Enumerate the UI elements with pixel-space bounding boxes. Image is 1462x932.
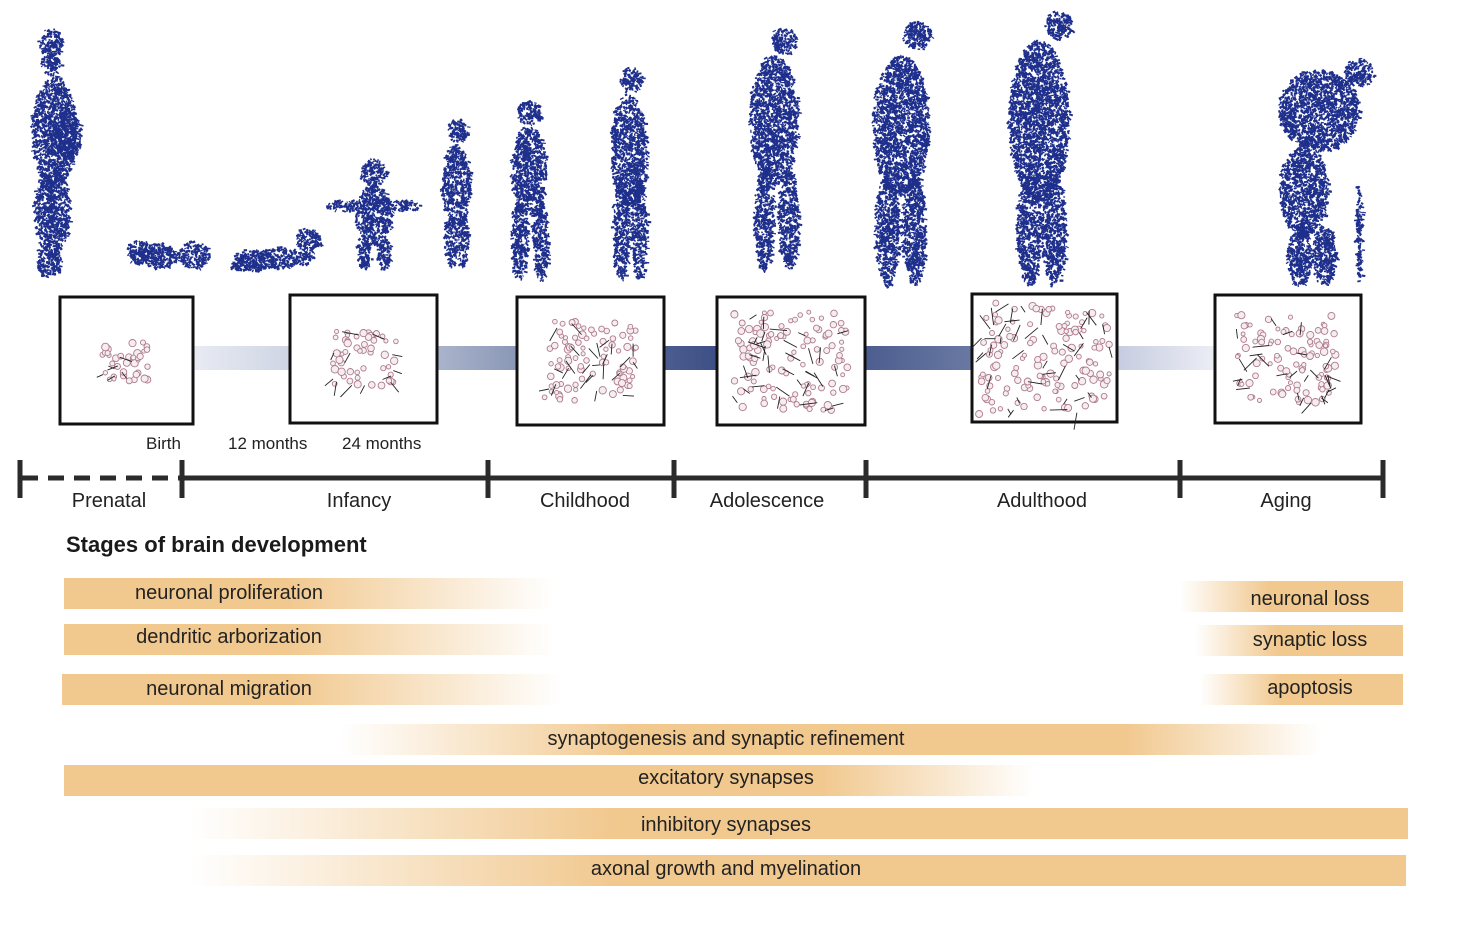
process-bar-dendritic-arborization: dendritic arborization (64, 624, 554, 655)
newborn-silhouette (126, 239, 211, 271)
process-bar-neuronal-proliferation: neuronal proliferation (64, 578, 554, 609)
young-adult-silhouette (871, 20, 935, 289)
neural-network-adolescence (715, 295, 867, 427)
process-label: synaptogenesis and synaptic refinement (548, 724, 905, 755)
timeline-axis (17, 460, 1386, 498)
process-bar-neuronal-migration: neuronal migration (62, 674, 562, 705)
process-bar-excitatory-synapses: excitatory synapses (64, 765, 1034, 796)
process-label: excitatory synapses (638, 763, 814, 794)
process-label: neuronal loss (1251, 584, 1370, 615)
process-bar-axonal-growth-myelination: axonal growth and myelination (190, 855, 1406, 886)
pregnant-woman-silhouette (29, 28, 84, 279)
stage-label-aging: Aging (1260, 490, 1311, 513)
section-title: Stages of brain development (66, 532, 367, 558)
process-label: neuronal migration (146, 674, 312, 705)
process-bar-synaptogenesis: synaptogenesis and synaptic refinement (340, 724, 1320, 755)
process-bar-neuronal-loss: neuronal loss (1180, 581, 1403, 612)
toddler-silhouette (326, 158, 423, 271)
stage-label-childhood: Childhood (540, 490, 630, 513)
elderly-person-with-cane-silhouette (1278, 57, 1377, 288)
crawling-baby-silhouette (230, 227, 324, 274)
panel-connector-2 (437, 346, 517, 370)
stage-label-adolescence: Adolescence (710, 490, 825, 513)
process-bar-inhibitory-synapses: inhibitory synapses (190, 808, 1408, 839)
neural-network-childhood (515, 295, 666, 427)
adult-silhouette (1006, 10, 1076, 288)
panel-connector-1 (193, 346, 290, 370)
process-label: inhibitory synapses (641, 810, 811, 841)
stage-label-adulthood: Adulthood (997, 490, 1087, 513)
panel-connector-4 (865, 346, 972, 370)
panel-connector-3 (664, 346, 717, 370)
neural-network-adulthood (970, 292, 1119, 430)
process-bar-synaptic-loss: synaptic loss (1195, 625, 1403, 656)
age-marker-24-months: 24 months (342, 434, 421, 454)
neural-cluster-infancy (288, 293, 439, 425)
process-label: dendritic arborization (136, 622, 322, 653)
stage-label-infancy: Infancy (327, 490, 391, 513)
young-child-silhouette (439, 118, 474, 269)
child-silhouette (509, 99, 552, 282)
brain-panels (58, 292, 1363, 430)
preteen-silhouette (609, 66, 652, 282)
process-label: axonal growth and myelination (591, 854, 861, 885)
panel-connector-5 (1117, 346, 1215, 370)
developmental-figures (29, 10, 1377, 289)
process-bar-apoptosis: apoptosis (1200, 674, 1403, 705)
process-label: apoptosis (1267, 673, 1353, 704)
age-marker-birth: Birth (146, 434, 181, 454)
process-label: neuronal proliferation (135, 578, 323, 609)
panel-connectors (193, 346, 1215, 370)
stage-label-prenatal: Prenatal (72, 490, 147, 513)
age-marker-12-months: 12 months (228, 434, 307, 454)
adolescent-silhouette (747, 27, 803, 274)
neural-cluster-prenatal (58, 295, 195, 426)
neural-network-aging (1213, 293, 1363, 425)
process-label: synaptic loss (1253, 625, 1368, 656)
